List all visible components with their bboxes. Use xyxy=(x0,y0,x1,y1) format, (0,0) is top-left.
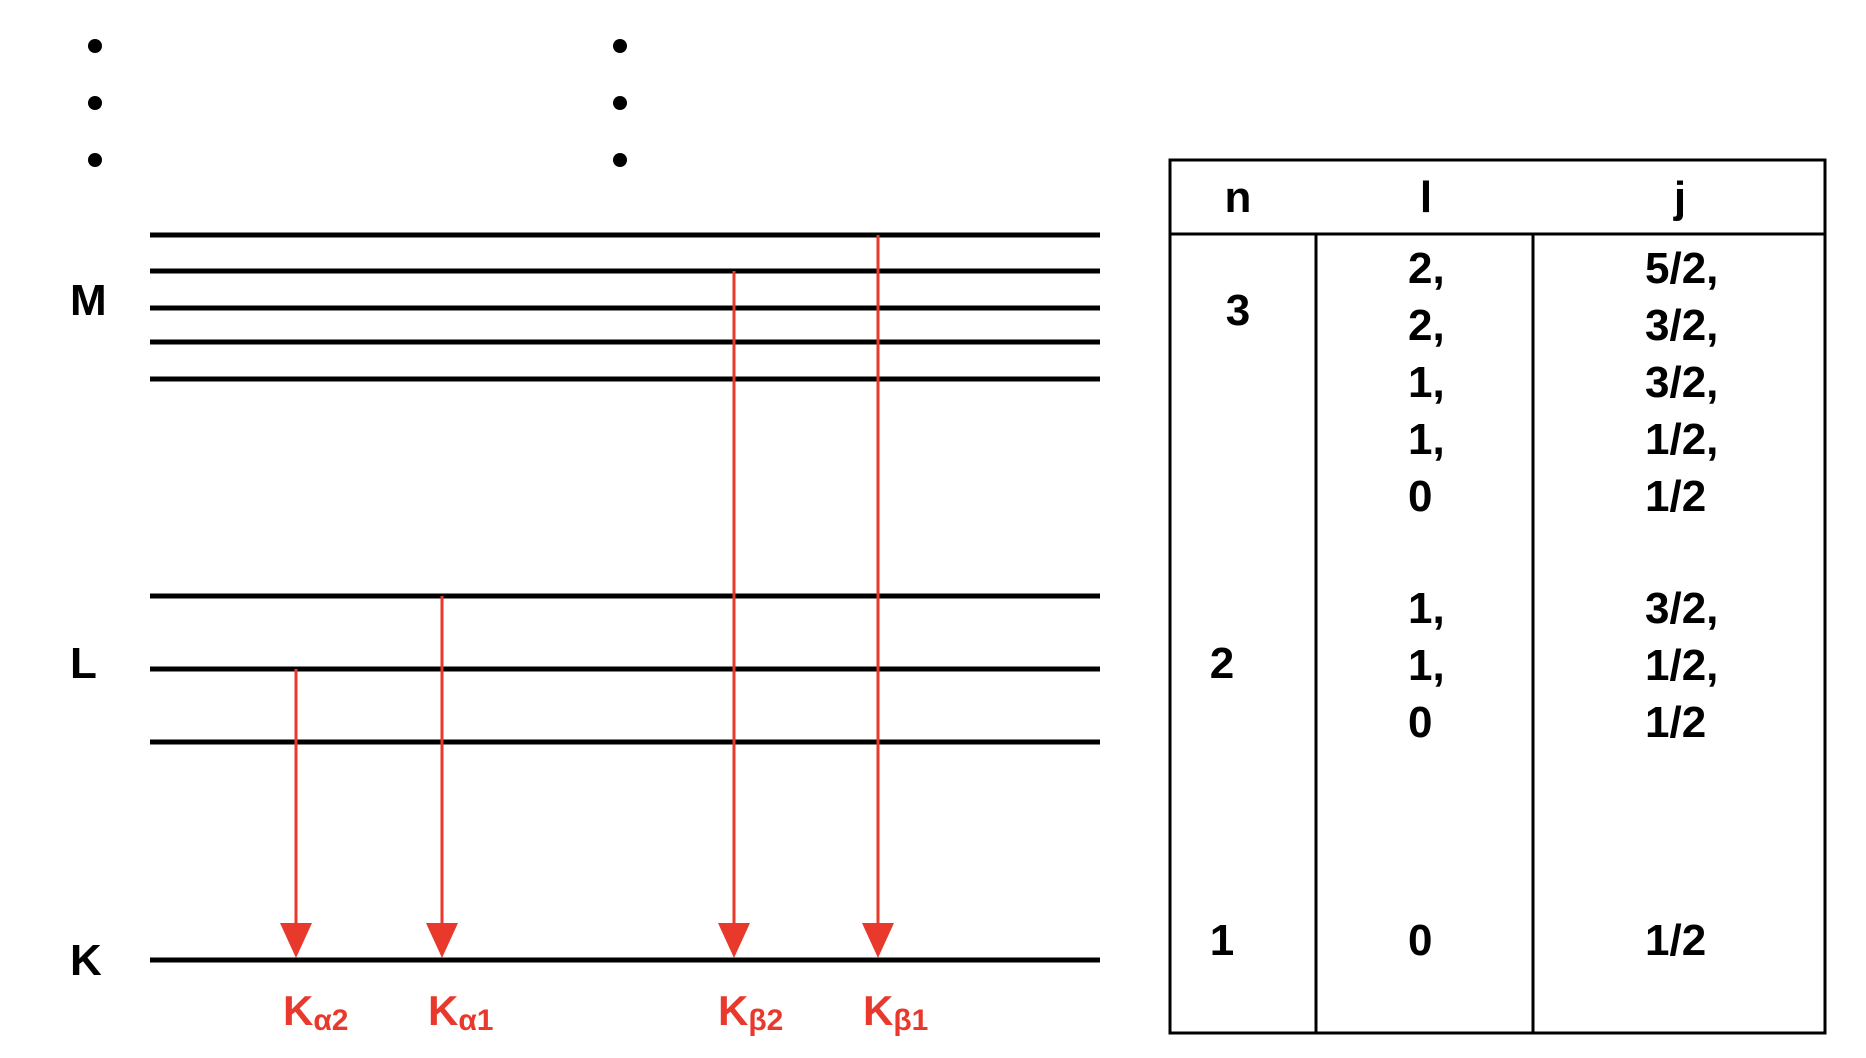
quantum-number-table: n l j 3 2, 2, 1, 1, 0 5/2, 3/2, 3/2, 1/2… xyxy=(1168,158,1827,1035)
table-l-value: 2, xyxy=(1408,301,1445,350)
arrow-k-beta2 xyxy=(718,271,750,958)
shell-label-k: K xyxy=(70,936,102,985)
label-k-alpha1: Kα1 xyxy=(428,987,493,1037)
shell-label-l: L xyxy=(70,639,97,688)
table-j-value: 3/2, xyxy=(1645,358,1718,407)
shell-m-levels xyxy=(150,232,1100,382)
table-j-value: 1/2, xyxy=(1645,641,1718,690)
table-n-value: 3 xyxy=(1226,286,1250,335)
table-n-value: 1 xyxy=(1210,916,1234,965)
continuation-dots-left xyxy=(88,39,102,167)
table-j-value: 1/2 xyxy=(1645,698,1706,747)
table-l-value: 0 xyxy=(1408,698,1432,747)
table-l-value: 0 xyxy=(1408,916,1432,965)
table-header-n: n xyxy=(1225,173,1252,222)
table-l-value: 0 xyxy=(1408,472,1432,521)
table-border xyxy=(1168,158,1827,1035)
table-j-value: 1/2 xyxy=(1645,916,1706,965)
table-j-value: 5/2, xyxy=(1645,244,1718,293)
label-k-alpha2: Kα2 xyxy=(283,987,348,1037)
table-l-value: 1, xyxy=(1408,415,1445,464)
arrow-k-beta1 xyxy=(862,235,894,958)
table-n-value: 2 xyxy=(1210,639,1234,688)
table-header-l: l xyxy=(1420,173,1432,222)
transition-arrows xyxy=(280,235,894,958)
table-j-value: 1/2, xyxy=(1645,415,1718,464)
label-k-beta1: Kβ1 xyxy=(863,987,928,1037)
table-l-value: 1, xyxy=(1408,584,1445,633)
shell-label-m: M xyxy=(70,276,107,325)
continuation-dots-middle xyxy=(613,39,627,167)
arrow-k-alpha1 xyxy=(426,596,458,958)
shell-l-levels xyxy=(150,593,1100,745)
table-l-value: 1, xyxy=(1408,358,1445,407)
table-l-value: 1, xyxy=(1408,641,1445,690)
label-k-beta2: Kβ2 xyxy=(718,987,783,1037)
arrow-k-alpha2 xyxy=(280,669,312,958)
table-header-j: j xyxy=(1673,173,1686,222)
table-l-value: 2, xyxy=(1408,244,1445,293)
table-j-value: 3/2, xyxy=(1645,584,1718,633)
table-j-value: 3/2, xyxy=(1645,301,1718,350)
table-j-value: 1/2 xyxy=(1645,472,1706,521)
